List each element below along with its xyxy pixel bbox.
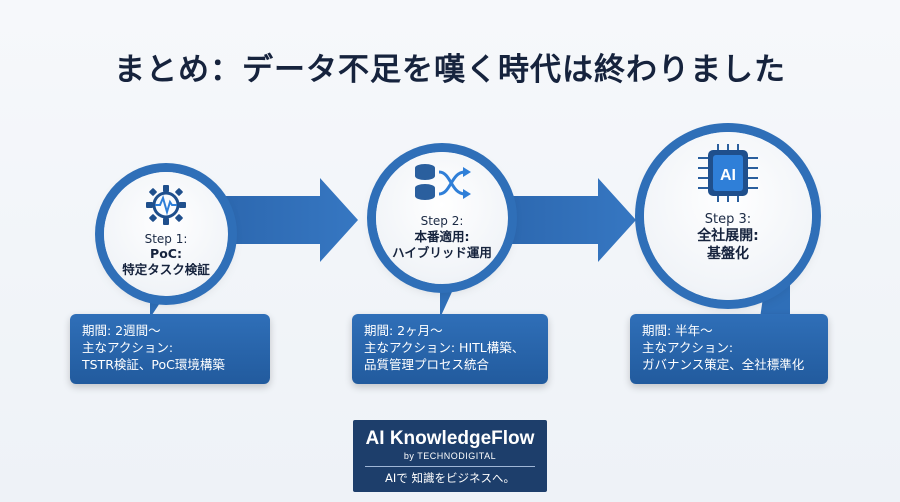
step-1-card-line2: 主なアクション: <box>82 340 174 355</box>
step-1-card: 期間: 2週間〜 主なアクション: TSTR検証、PoC環境構築 <box>70 314 270 384</box>
step-2-card-line1: 期間: 2ヶ月〜 <box>364 323 443 338</box>
step-2-circle: Step 2: 本番適用: ハイブリッド運用 <box>376 152 508 284</box>
brand-divider <box>365 466 535 467</box>
step-3-name-line2: 基盤化 <box>707 246 749 262</box>
brand-tagline: AIで 知識をビジネスへ。 <box>385 471 515 485</box>
brand-name: AI KnowledgeFlow <box>365 428 535 449</box>
step-3-card-line2: 主なアクション: <box>642 340 734 355</box>
brand-by: by TECHNODIGITAL <box>403 451 497 461</box>
step-2-name-line1: 本番適用: <box>414 229 470 244</box>
brand-logo: AI KnowledgeFlow by TECHNODIGITAL AIで 知識… <box>353 420 547 492</box>
gear-pulse-icon <box>146 185 186 225</box>
step-1-label: Step 1: <box>144 232 188 246</box>
step-1-name-line2: 特定タスク検証 <box>122 262 210 277</box>
step-3-card: 期間: 半年〜 主なアクション: ガバナンス策定、全社標準化 <box>630 314 828 384</box>
ai-chip-icon: AI <box>698 144 758 202</box>
flow-arrows <box>150 178 790 318</box>
step-3-card-line3: ガバナンス策定、全社標準化 <box>642 357 805 372</box>
arrow-step1-to-step2 <box>190 178 358 262</box>
step-1-name-line1: PoC: <box>150 246 182 261</box>
step-3-label: Step 3: <box>704 212 752 227</box>
database-shuffle-icon <box>415 164 471 200</box>
step-2-card-line2: 主なアクション: HITL構築、 <box>364 340 525 355</box>
step-3-name-line1: 全社展開: <box>697 228 759 244</box>
step-1-card-line3: TSTR検証、PoC環境構築 <box>82 357 225 372</box>
step-2-card-line3: 品質管理プロセス統合 <box>364 357 490 372</box>
arrow-step2-to-step3 <box>470 178 636 262</box>
step-2-card: 期間: 2ヶ月〜 主なアクション: HITL構築、 品質管理プロセス統合 <box>352 314 548 384</box>
step-2-name-line2: ハイブリッド運用 <box>392 245 492 260</box>
page-title: まとめ：データ不足を嘆く時代は終わりました <box>114 52 786 88</box>
step-3-circle: AI Step 3: 全社展開: 基盤化 <box>644 132 812 300</box>
step-2-label: Step 2: <box>420 214 464 228</box>
step-1-card-line1: 期間: 2週間〜 <box>82 323 161 338</box>
step-1-circle: Step 1: PoC: 特定タスク検証 <box>104 172 228 296</box>
step-3-card-line1: 期間: 半年〜 <box>642 323 713 338</box>
ai-chip-text: AI <box>720 167 736 184</box>
